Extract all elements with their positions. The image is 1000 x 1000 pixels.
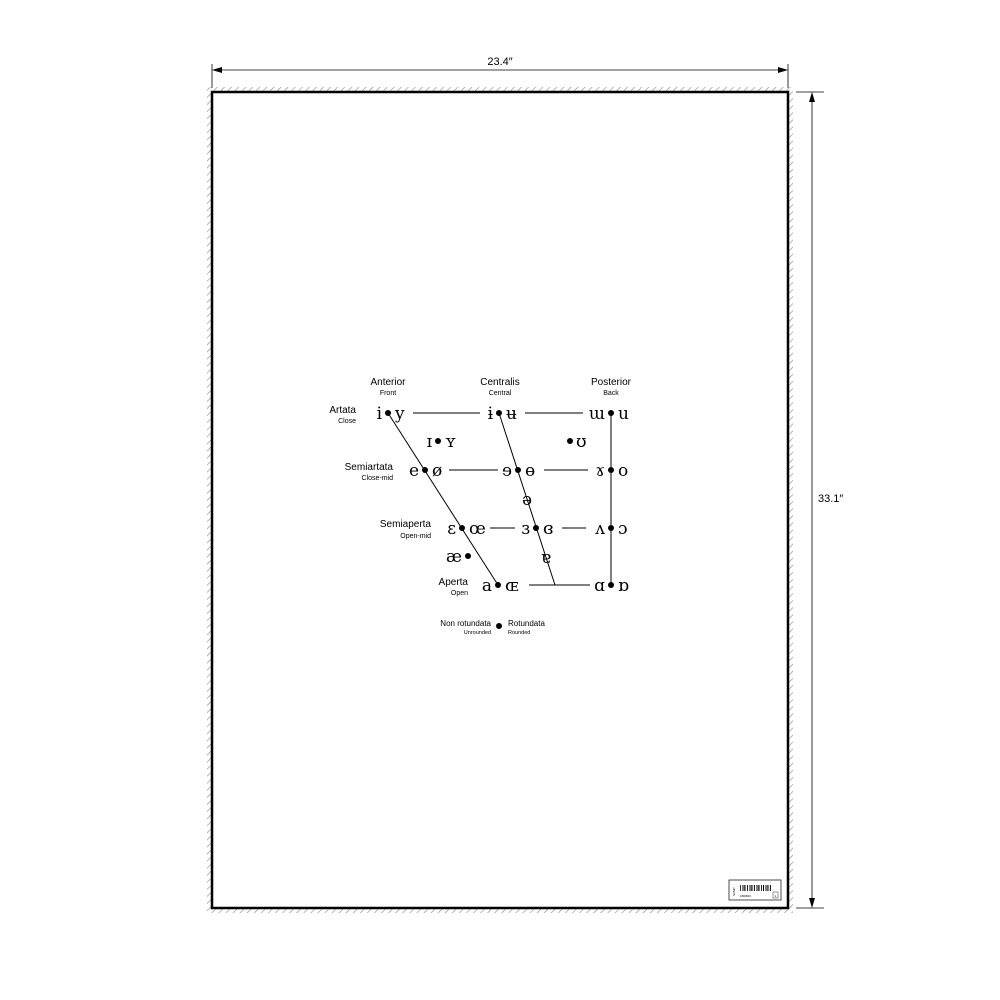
vowel-mid-central: ə [522,490,532,510]
vowel-openmid-front-unrounded: ɛ [447,519,456,539]
vowel-nearclose-back-rounded: ʊ [576,432,587,452]
vowel-nearopen-front: æ [446,547,462,567]
dot [515,467,521,473]
vowel-open-back-unrounded: ɑ [594,576,605,596]
dot [422,467,428,473]
label-box-number: 1 [775,894,777,898]
row-heading-open: Aperta [439,577,469,588]
column-heading-front: Anterior [370,377,406,388]
dot [608,582,614,588]
vowel-close-front-rounded: y [394,404,405,424]
dot [495,582,501,588]
vowel-close-front-unrounded: i [377,404,383,424]
vowel-close-central-rounded: ʉ [506,404,517,424]
width-label: 23.4″ [487,56,512,68]
vowel-close-back-rounded: u [618,404,629,424]
vowel-nearopen-central: ɐ [541,548,551,568]
barcode-icon [740,885,771,891]
row-heading-close-mid: Semiartata [345,462,394,473]
vowel-close-back-unrounded: ɯ [589,404,605,424]
vowel-closemid-central-unrounded: ɘ [502,461,512,481]
row-sub-close: Close [338,418,356,425]
front-edge-line [387,412,499,586]
vowel-dots [385,410,614,588]
central-line [498,412,556,586]
vowel-closemid-back-rounded: o [618,461,628,481]
vowel-openmid-central-rounded: ɞ [543,519,553,539]
dot [496,410,502,416]
dot [435,438,441,444]
dot [465,553,471,559]
dot [608,410,614,416]
column-sub-back: Back [603,390,619,397]
vowel-nearclose-front-rounded: ʏ [445,432,456,452]
height-dimension: 33.1″ [796,91,843,909]
legend-dot [496,623,502,629]
poster-sheet [210,90,790,910]
column-heading-back: Posterior [591,377,632,388]
product-label: SAMP LBR823 1 [728,879,782,901]
vowel-glyphs: i y ɨ ʉ ɯ u ɪ ʏ ʊ e ø ɘ ɵ ɤ o ə ɛ œ ɜ ɞ … [377,404,629,596]
dot [459,525,465,531]
vowel-closemid-back-unrounded: ɤ [595,461,605,481]
row-sub-open: Open [451,590,468,597]
vowel-closemid-central-rounded: ɵ [525,461,535,481]
legend-unrounded-label: Non rotundata [440,619,491,628]
vowel-open-back-rounded: ɒ [618,576,629,596]
legend: Non rotundata Unrounded Rotundata Rounde… [440,619,545,636]
vowel-nearclose-front-unrounded: ɪ [427,432,433,452]
chart-lines [387,412,612,586]
dot [567,438,573,444]
dot [533,525,539,531]
row-sub-close-mid: Close-mid [361,475,393,482]
legend-unrounded-sub: Unrounded [464,630,491,636]
dot [608,467,614,473]
column-sub-central: Central [489,390,512,397]
row-sub-open-mid: Open-mid [400,533,431,540]
legend-rounded-sub: Rounded [508,630,530,636]
label-brand: SAMP [732,887,736,896]
column-sub-front: Front [380,390,396,397]
vowel-open-front-rounded: ɶ [505,576,518,596]
vowel-openmid-back-unrounded: ʌ [594,519,605,539]
vowel-openmid-back-rounded: ɔ [618,519,628,539]
vowel-openmid-central-unrounded: ɜ [521,519,530,539]
row-heading-close: Artata [329,405,356,416]
width-dimension: 23.4″ [211,56,789,88]
row-heading-open-mid: Semiaperta [380,519,432,530]
vowel-closemid-front-rounded: ø [432,461,442,481]
height-label: 33.1″ [818,493,843,505]
dot [385,410,391,416]
vowel-close-central-unrounded: ɨ [488,404,494,424]
column-heading-central: Centralis [480,377,519,388]
label-code: LBR823 [740,894,751,898]
dot [608,525,614,531]
vowel-closemid-front-unrounded: e [409,461,419,481]
vowel-open-front-unrounded: a [482,576,492,596]
legend-rounded-label: Rotundata [508,619,545,628]
vowel-openmid-front-rounded: œ [469,519,486,539]
